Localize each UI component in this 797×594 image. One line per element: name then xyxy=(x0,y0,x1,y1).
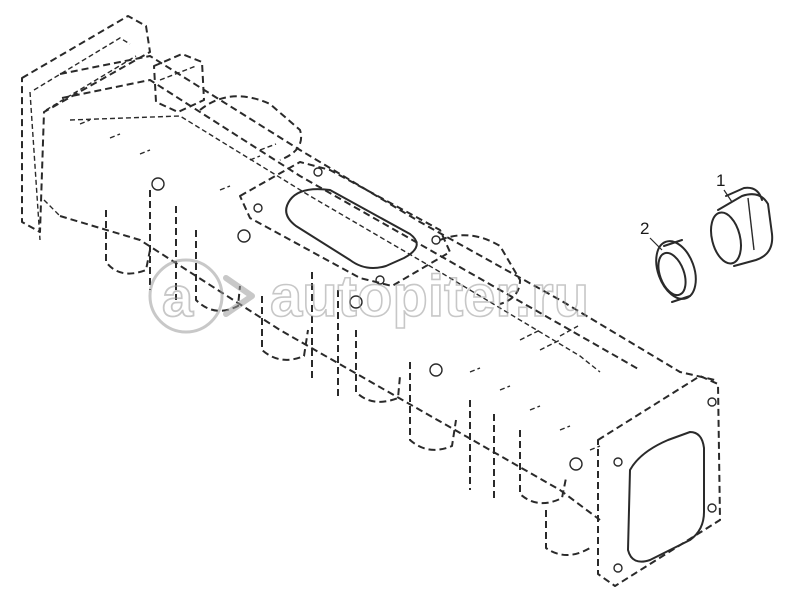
watermark-text: autopiter.ru xyxy=(270,264,589,329)
watermark-logo-letter: a xyxy=(162,265,194,328)
callout-2: 2 xyxy=(640,219,663,251)
left-flange xyxy=(21,15,151,233)
callout-2-label: 2 xyxy=(640,219,649,238)
callout-1: 1 xyxy=(716,171,733,203)
right-flange-port xyxy=(627,431,705,563)
watermark-logo-ring xyxy=(148,258,224,334)
manifold-bottom-edge xyxy=(59,215,601,521)
top-boss xyxy=(153,53,205,113)
watermark-arrow-icon xyxy=(223,275,255,317)
manifold-top-edge xyxy=(59,55,716,381)
center-outlet-flange xyxy=(239,161,451,287)
callout-1-label: 1 xyxy=(716,171,725,190)
part-2-seal-ring xyxy=(655,239,697,303)
right-flange xyxy=(597,375,721,587)
part-1-plug xyxy=(710,186,774,267)
center-outlet-port xyxy=(285,188,418,269)
port-runners xyxy=(105,177,591,556)
manifold-body xyxy=(21,15,721,587)
watermark: a autopiter.ru xyxy=(148,258,590,334)
